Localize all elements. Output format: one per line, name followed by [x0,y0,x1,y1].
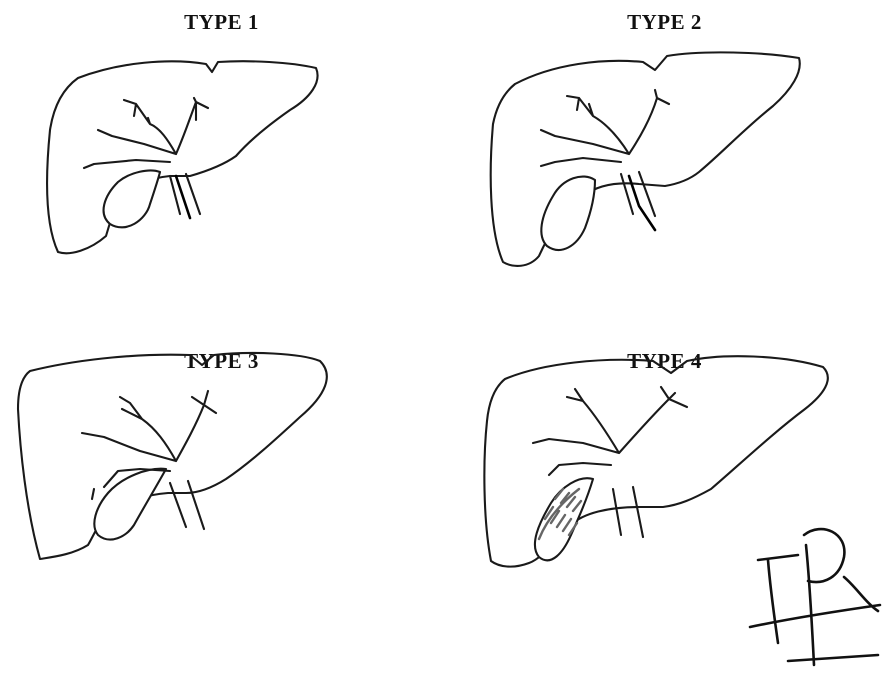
gallbladder [535,478,593,560]
gallbladder [104,170,160,227]
handwritten-signature [748,515,883,675]
gallbladder [94,469,166,540]
liver-outline [491,52,800,266]
liver-outline [47,61,317,253]
liver-drawing [443,0,886,338]
diagram-panel-type-3: TYPE 3 [0,339,443,677]
diagram-panel-type-2: TYPE 2 [443,0,886,338]
diagram-panel-type-1: TYPE 1 [0,0,443,338]
gallbladder [541,177,595,250]
liver-drawing [0,339,443,677]
cystic-duct [92,489,94,499]
liver-drawing [0,0,443,338]
